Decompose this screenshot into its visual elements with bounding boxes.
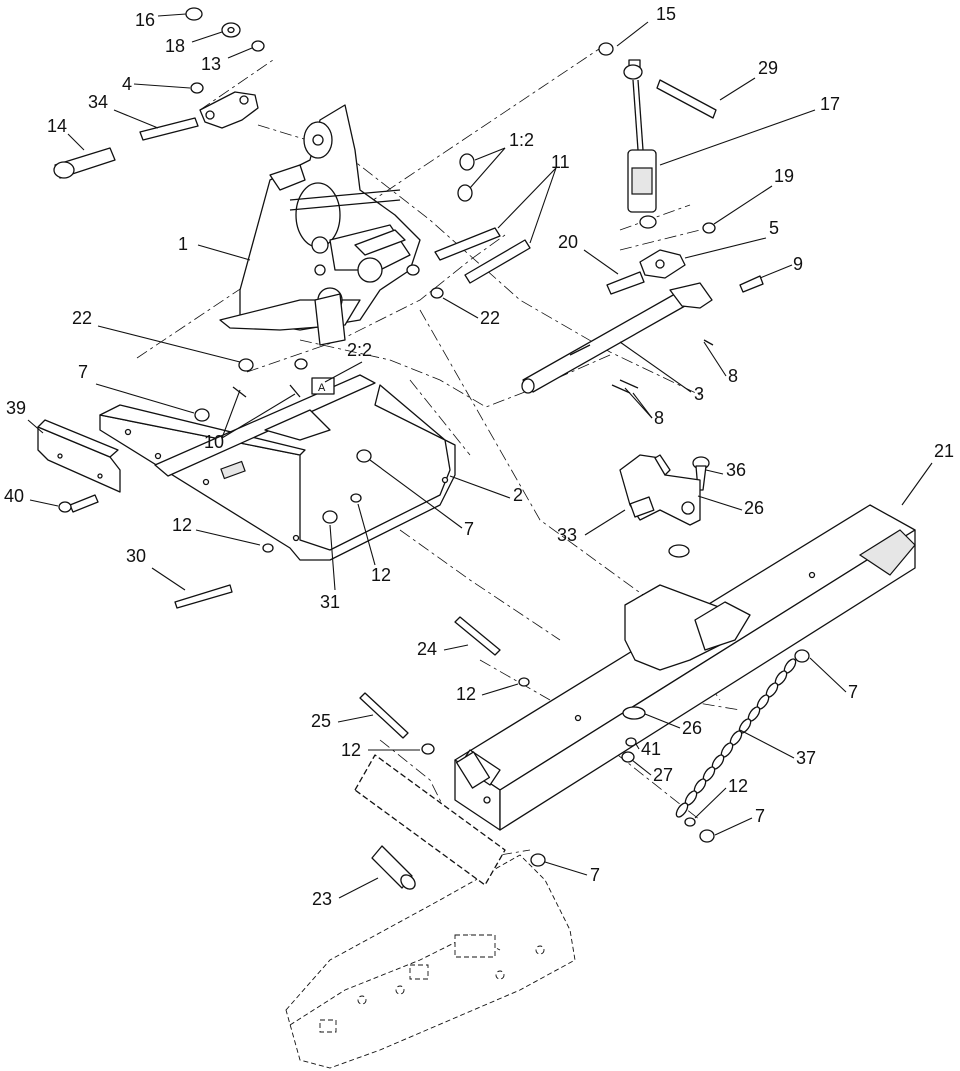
callout-8: 8 [728,366,738,386]
callout-34: 34 [88,92,108,112]
callout-30: 30 [126,546,146,566]
callout-12: 12 [371,565,391,585]
callout-39: 39 [6,398,26,418]
callout-33: 33 [557,525,577,545]
leader-lines [27,13,933,899]
callout-3: 3 [694,384,704,404]
callout-12: 12 [172,515,192,535]
callout-7: 7 [590,865,600,885]
callout-20: 20 [558,232,578,252]
chain-37 [675,658,797,818]
callout-7: 7 [464,519,474,539]
mount-plate [354,754,506,886]
lever-34-14 [53,91,259,179]
callout-40: 40 [4,486,24,506]
callout-12: 12 [456,684,476,704]
callout-26: 26 [682,718,702,738]
callout-26: 26 [744,498,764,518]
callout-21: 21 [934,441,954,461]
callout-41: 41 [641,739,661,759]
decal-tag: A [311,377,335,395]
callout-14: 14 [47,116,67,136]
callout-11: 11 [551,152,570,172]
callout-4: 4 [122,74,132,94]
callout-1-2: 1:2 [509,130,534,150]
callout-9: 9 [793,254,803,274]
callout-7: 7 [848,682,858,702]
frame-2 [99,374,456,561]
block-39 [37,419,121,493]
callout-12: 12 [341,740,361,760]
callout-17: 17 [820,94,840,114]
callout-15: 15 [656,4,676,24]
callout-22: 22 [480,308,500,328]
callout-23: 23 [312,889,332,909]
assembly-lines [136,44,741,861]
callout-37: 37 [796,748,816,768]
callout-1: 1 [178,234,188,254]
callout-10: 10 [204,432,224,452]
callout-31: 31 [320,592,340,612]
callout-19: 19 [774,166,794,186]
callout-36: 36 [726,460,746,480]
frame-arm-21 [454,504,916,831]
callout-22: 22 [72,308,92,328]
callout-13: 13 [201,54,221,74]
callout-24: 24 [417,639,437,659]
lift-bracket-1 [219,104,421,346]
shock-17 [623,59,657,229]
callout-7: 7 [78,362,88,382]
clevis-5 [639,249,686,279]
mower-deck-ghost [285,854,576,1069]
decal-mark: A [318,382,326,394]
pin-23 [371,845,416,890]
callout-29: 29 [758,58,778,78]
callout-27: 27 [653,765,673,785]
bracket-33 [619,454,701,526]
callout-2: 2 [513,485,523,505]
callout-2-2: 2:2 [347,340,372,360]
callout-25: 25 [311,711,331,731]
callout-12: 12 [728,776,748,796]
callout-16: 16 [135,10,155,30]
hardware [58,7,810,867]
callout-5: 5 [769,218,779,238]
rod-3 [521,282,713,394]
callout-8: 8 [654,408,664,428]
callout-18: 18 [165,36,185,56]
callout-7: 7 [755,806,765,826]
